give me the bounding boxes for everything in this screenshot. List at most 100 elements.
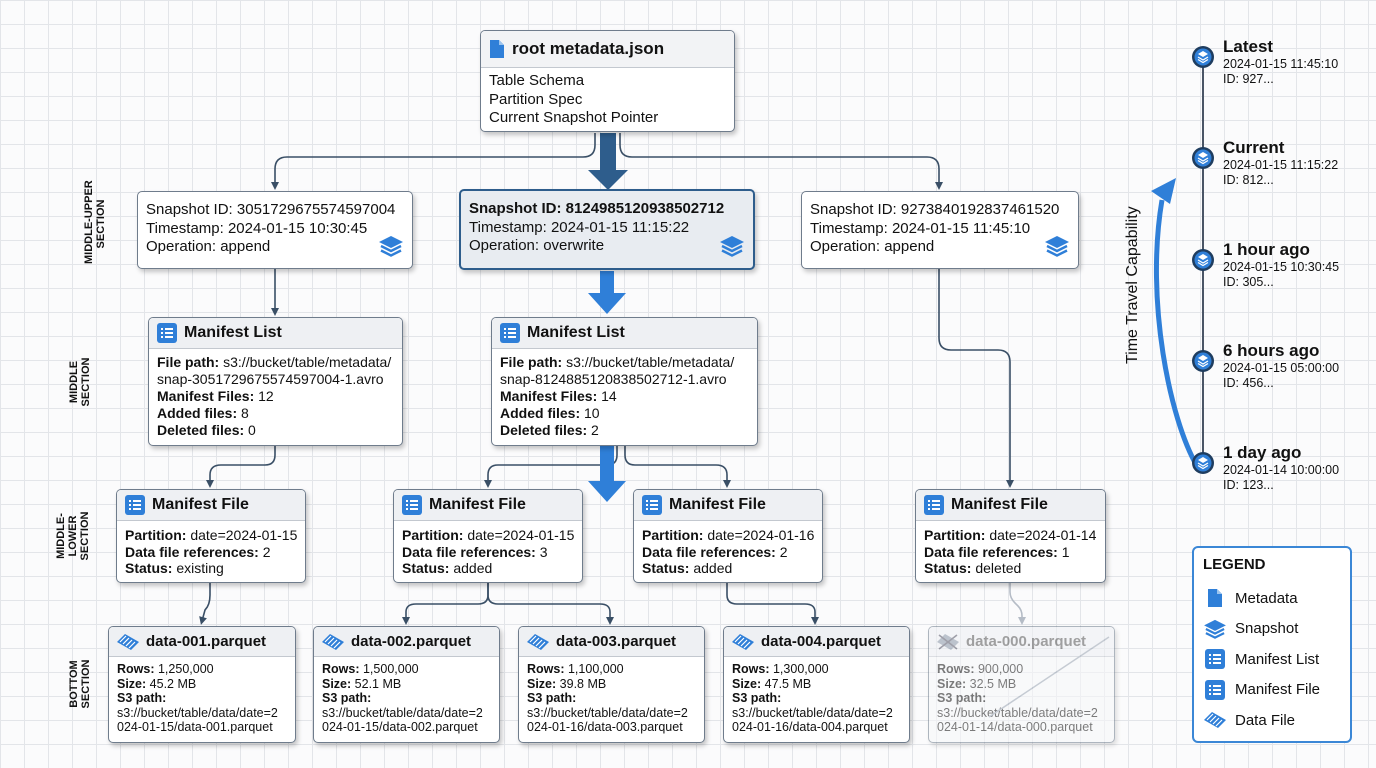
legend-item-snapshot: Snapshot (1203, 614, 1341, 645)
root-line-pointer: Current Snapshot Pointer (489, 109, 659, 126)
data-file-icon (1204, 712, 1226, 729)
list-icon (402, 495, 422, 515)
root-metadata-header: root metadata.json (481, 31, 734, 68)
deleted-strike-overlay (988, 636, 1110, 718)
data-file-s3-label: S3 path: (117, 691, 167, 705)
timeline-id: ID: 123... (1223, 478, 1274, 492)
legend-label: Metadata (1235, 589, 1298, 607)
list-icon (1205, 679, 1225, 700)
data-file-card[interactable]: data-002.parquet Rows: 1,500,000 Size: 5… (313, 626, 500, 743)
data-file-rows: Rows: 1,300,000 (732, 662, 829, 676)
snapshot-operation: Operation: append (810, 238, 935, 255)
data-file-s3-label: S3 path: (937, 691, 987, 705)
list-icon (125, 495, 145, 515)
data-file-size: Size: 47.5 MB (732, 676, 812, 691)
snapshot-operation: Operation: overwrite (469, 237, 605, 254)
snapshot-timestamp: Timestamp: 2024-01-15 11:15:22 (469, 218, 690, 236)
manifest-file-partition: Partition: date=2024-01-14 (924, 527, 1097, 543)
data-file-rows: Rows: 900,000 (937, 662, 1024, 676)
data-file-size: Size: 39.8 MB (527, 676, 607, 691)
manifest-list-deleted: Deleted files: 0 (157, 422, 256, 438)
list-icon (500, 323, 520, 343)
manifest-list-header: Manifest List (149, 318, 402, 349)
timeline-title: Latest (1223, 37, 1274, 56)
data-file-s3-label: S3 path: (322, 691, 372, 705)
data-file-card[interactable]: data-004.parquet Rows: 1,300,000 Size: 4… (723, 626, 910, 743)
data-file-size: Size: 52.1 MB (322, 676, 402, 691)
data-file-card-deleted[interactable]: data-000.parquet Rows: 900,000 Size: 32.… (928, 626, 1115, 743)
data-file-icon (117, 633, 139, 650)
timeline-id: ID: 456... (1223, 376, 1274, 390)
timeline-id: ID: 812... (1223, 173, 1274, 187)
list-icon (642, 495, 662, 515)
document-icon (1208, 589, 1222, 608)
timeline-title: 1 hour ago (1223, 240, 1310, 259)
legend-panel: LEGEND Metadata Snapshot Manifest List M… (1192, 546, 1352, 743)
data-file-icon (527, 633, 549, 650)
manifest-file-card[interactable]: Manifest File Partition: date=2024-01-15… (116, 489, 306, 583)
manifest-file-header: Manifest File (916, 490, 1105, 521)
manifest-list-path-cont: snap-8124885120838502712-1.avro (500, 371, 727, 387)
data-file-card[interactable]: data-001.parquet Rows: 1,250,000 Size: 4… (108, 626, 296, 743)
data-file-s3-path: s3://bucket/table/data/date=2 (322, 705, 483, 720)
manifest-list-deleted: Deleted files: 2 (500, 422, 599, 438)
manifest-list-card[interactable]: Manifest List File path: s3://bucket/tab… (148, 317, 403, 446)
root-metadata-title: root metadata.json (512, 39, 665, 58)
data-file-s3-path: s3://bucket/table/data/date=2 (937, 705, 1098, 720)
data-file-s3-path-cont: 024-01-16/data-003.parquet (527, 720, 683, 734)
snapshot-timestamp: Timestamp: 2024-01-15 10:30:45 (146, 219, 368, 237)
legend-item-manifest-file: Manifest File (1203, 675, 1341, 706)
root-line-schema: Table Schema (489, 72, 585, 89)
snapshot-card-current[interactable]: Snapshot ID: 8124985120938502712 Timesta… (459, 189, 755, 270)
data-file-s3-path-cont: 024-01-14/data-000.parquet (937, 720, 1093, 734)
manifest-file-status: Status: added (642, 560, 733, 576)
root-line-partition: Partition Spec (489, 90, 583, 108)
timeline-title: 1 day ago (1223, 443, 1302, 462)
snapshot-id: Snapshot ID: 8124985120938502712 (469, 200, 725, 217)
snapshot-card[interactable]: Snapshot ID: 9273840192837461520 Timesta… (801, 191, 1079, 269)
root-metadata-card[interactable]: root metadata.json Table Schema Partitio… (480, 30, 735, 132)
legend-label: Data File (1235, 711, 1296, 729)
manifest-file-partition: Partition: date=2024-01-15 (402, 527, 575, 543)
manifest-file-status: Status: deleted (924, 560, 1022, 576)
manifest-list-added: Added files: 8 (157, 405, 249, 421)
manifest-list-title: Manifest List (184, 324, 282, 341)
manifest-file-refs: Data file references: 1 (924, 543, 1070, 560)
data-file-icon (732, 633, 754, 650)
manifest-file-status: Status: added (402, 560, 493, 576)
timeline-timestamp: 2024-01-15 05:00:00 (1223, 361, 1340, 375)
layers-icon (719, 235, 745, 261)
legend-label: Snapshot (1235, 620, 1299, 638)
data-file-rows: Rows: 1,250,000 (117, 662, 214, 676)
snapshot-card[interactable]: Snapshot ID: 3051729675574597004 Timesta… (137, 191, 413, 269)
snapshot-id: Snapshot ID: 9273840192837461520 (810, 201, 1060, 218)
manifest-list-path: File path: s3://bucket/table/metadata/ (157, 354, 392, 370)
timeline-timestamp: 2024-01-15 11:45:10 (1223, 57, 1339, 71)
manifest-file-card[interactable]: Manifest File Partition: date=2024-01-15… (393, 489, 583, 583)
data-file-title: data-001.parquet (146, 633, 267, 650)
data-file-card[interactable]: data-003.parquet Rows: 1,100,000 Size: 3… (518, 626, 705, 743)
manifest-list-header: Manifest List (492, 318, 757, 349)
data-file-title: data-004.parquet (761, 633, 882, 650)
legend-label: Manifest File (1235, 681, 1321, 699)
data-file-title: data-002.parquet (351, 633, 472, 650)
manifest-list-card[interactable]: Manifest List File path: s3://bucket/tab… (491, 317, 758, 446)
manifest-file-header: Manifest File (394, 490, 582, 521)
manifest-list-added: Added files: 10 (500, 405, 600, 421)
snapshot-node-icon (1192, 452, 1214, 474)
manifest-file-header: Manifest File (117, 490, 305, 521)
manifest-file-card[interactable]: Manifest File Partition: date=2024-01-16… (633, 489, 823, 583)
manifest-file-partition: Partition: date=2024-01-15 (125, 527, 298, 543)
list-icon (1205, 649, 1225, 670)
snapshot-id: Snapshot ID: 3051729675574597004 (146, 201, 396, 218)
data-file-size: Size: 45.2 MB (117, 676, 197, 691)
data-file-s3-label: S3 path: (527, 691, 577, 705)
timeline-id: ID: 927... (1223, 72, 1274, 86)
manifest-file-refs: Data file references: 2 (125, 543, 271, 560)
manifest-list-title: Manifest List (527, 324, 625, 341)
data-file-s3-path-cont: 024-01-15/data-001.parquet (117, 720, 273, 734)
manifest-file-card[interactable]: Manifest File Partition: date=2024-01-14… (915, 489, 1106, 583)
